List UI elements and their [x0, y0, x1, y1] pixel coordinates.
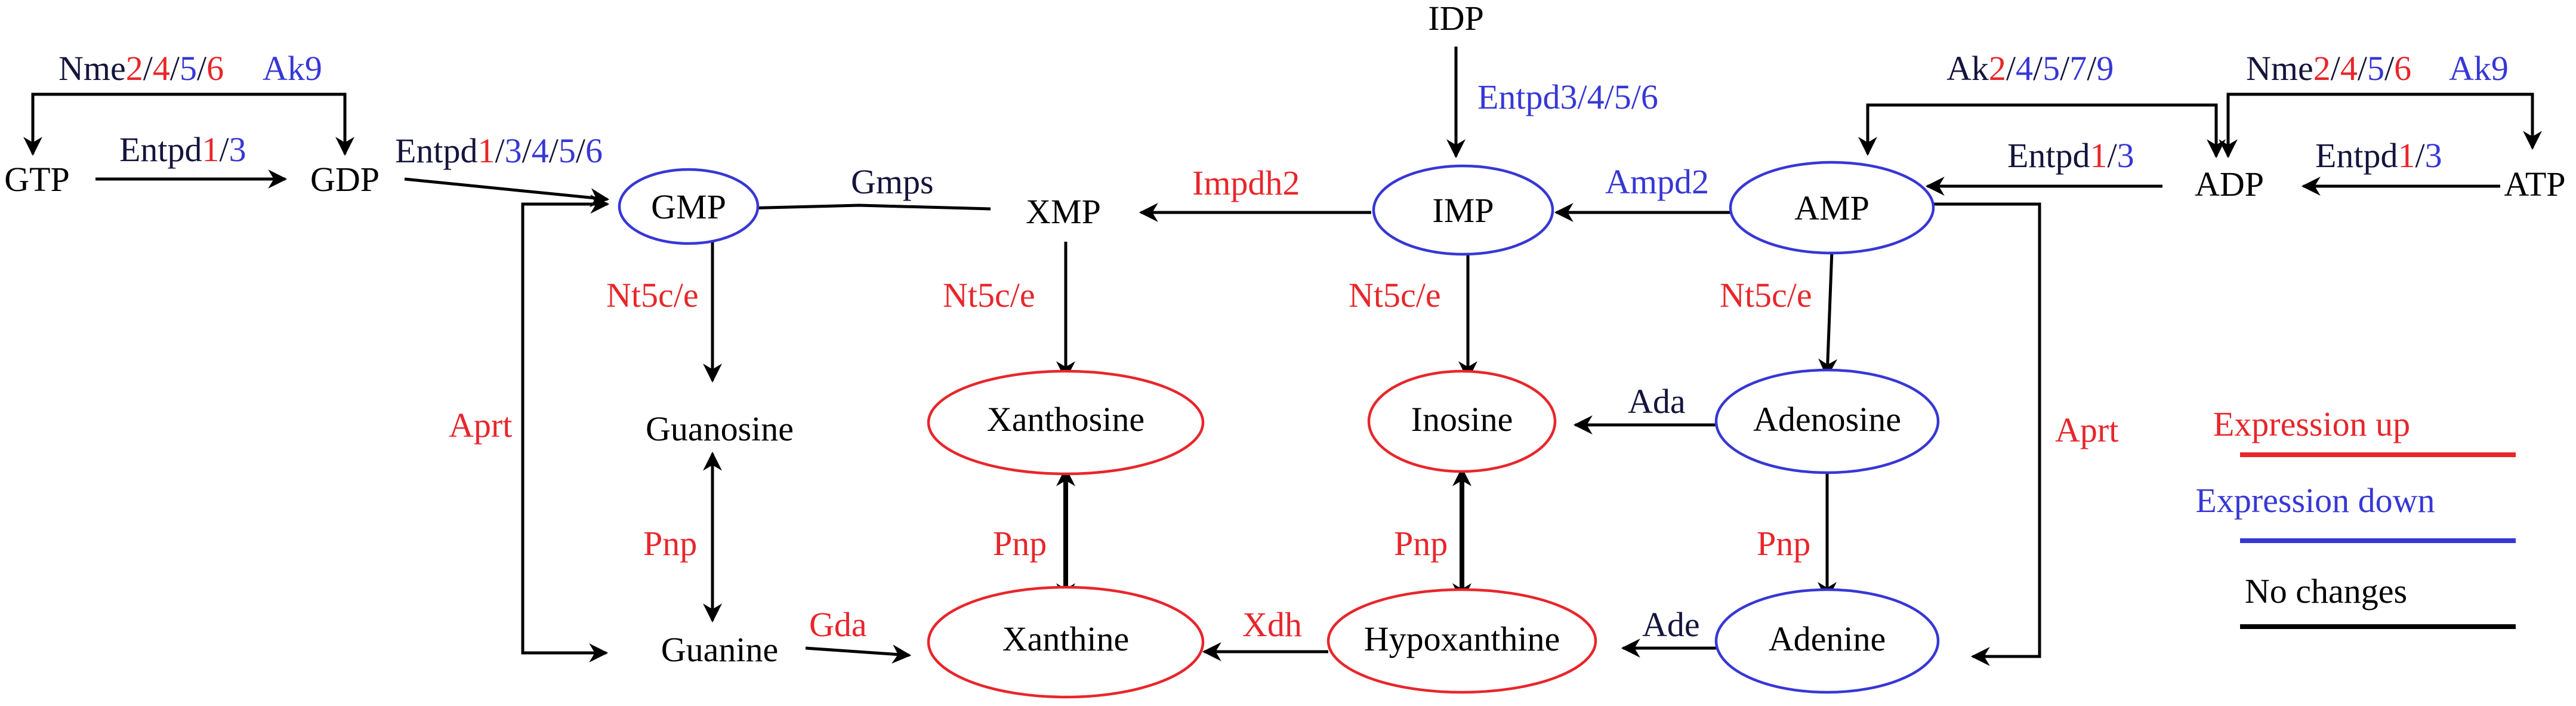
- adenine-label: Adenine: [1769, 619, 1886, 658]
- nt5c-xmp-label: Nt5c/e: [943, 276, 1035, 315]
- ak9-left-label: Ak9: [263, 49, 322, 88]
- nt5c-amp-label: Nt5c/e: [1720, 276, 1812, 315]
- adenosine-label: Adenosine: [1753, 400, 1901, 439]
- entpd-idp-imp-label: Entpd3/4/5/6: [1477, 78, 1658, 116]
- xdh-label: Xdh: [1242, 605, 1302, 644]
- gdp-to-gmp-arrow: [404, 177, 610, 208]
- entpd-adp-amp-label: Entpd1/3: [2007, 136, 2134, 175]
- ampd2-label: Ampd2: [1605, 162, 1709, 201]
- nme-ak9-left-bracket: [23, 93, 354, 156]
- xanthine-label: Xanthine: [1002, 619, 1130, 658]
- xanthine-ellipse: [927, 585, 1205, 699]
- pnp-guanosine-label: Pnp: [643, 524, 697, 563]
- gtp-label: GTP: [4, 160, 70, 199]
- inosine-label: Inosine: [1411, 400, 1513, 439]
- legend-down-label: Expression down: [2195, 481, 2435, 520]
- guanine-to-xanthine-arrow: [805, 645, 912, 664]
- xmp-label: XMP: [1026, 192, 1101, 231]
- pnp-adenosine-label: Pnp: [1757, 524, 1810, 563]
- impdh2-label: Impdh2: [1192, 164, 1300, 202]
- entpd-atp-adp-label: Entpd1/3: [2315, 136, 2442, 175]
- gmps-label: Gmps: [851, 162, 934, 201]
- gmp-ellipse: [618, 168, 760, 245]
- xanthosine-label: Xanthosine: [987, 400, 1144, 439]
- hypoxanthine-label: Hypoxanthine: [1364, 619, 1560, 658]
- entpd-gdp-gmp-label: Entpd1/3/4/5/6: [395, 131, 603, 170]
- ak-top-label: Ak2/4/5/7/9: [1946, 49, 2114, 88]
- pnp-inosine-label: Pnp: [1394, 524, 1448, 563]
- guanine-label: Guanine: [661, 630, 779, 669]
- nt5c-imp-label: Nt5c/e: [1349, 276, 1441, 315]
- legend: Expression up Expression down No changes: [2195, 405, 2516, 629]
- legend-up-label: Expression up: [2213, 405, 2410, 443]
- atp-label: ATP: [2504, 165, 2565, 204]
- xmp-to-gmp-arrow: [718, 199, 991, 218]
- adenosine-ellipse: [1714, 368, 1940, 474]
- adenine-ellipse: [1714, 588, 1940, 694]
- aprt-right-label: Aprt: [2055, 411, 2118, 449]
- imp-label: IMP: [1432, 191, 1494, 230]
- hypoxanthine-ellipse: [1326, 588, 1597, 694]
- gda-label: Gda: [809, 605, 867, 644]
- ade-label: Ade: [1642, 605, 1700, 644]
- nme-ak9-right-bracket: [2219, 93, 2542, 159]
- amp-ellipse: [1729, 161, 1935, 255]
- aprt-left-label: Aprt: [449, 406, 512, 445]
- nt5c-gmp-label: Nt5c/e: [606, 276, 699, 315]
- imp-ellipse: [1372, 164, 1554, 256]
- idp-label: IDP: [1428, 0, 1483, 38]
- gmp-label: GMP: [651, 187, 726, 226]
- nme-left-label: Nme2/4/5/6: [58, 49, 224, 88]
- adp-label: ADP: [2195, 165, 2264, 204]
- amp-to-adenosine-arrow: [1818, 250, 1838, 378]
- ada-label: Ada: [1628, 382, 1686, 421]
- gdp-label: GDP: [310, 160, 380, 199]
- pnp-xanthosine-label: Pnp: [993, 524, 1047, 563]
- xanthosine-ellipse: [927, 369, 1205, 476]
- amp-label: AMP: [1794, 189, 1869, 227]
- guanosine-label: Guanosine: [646, 409, 794, 448]
- ak9-right-label: Ak9: [2449, 49, 2509, 88]
- legend-none-label: No changes: [2245, 572, 2407, 611]
- aprt-left-bracket: [521, 195, 610, 662]
- ak-top-bracket: [1858, 103, 2226, 159]
- nme-right-label: Nme2/4/5/6: [2246, 49, 2411, 88]
- inosine-ellipse: [1367, 369, 1557, 473]
- entpd-gtp-gdp-label: Entpd1/3: [119, 130, 246, 169]
